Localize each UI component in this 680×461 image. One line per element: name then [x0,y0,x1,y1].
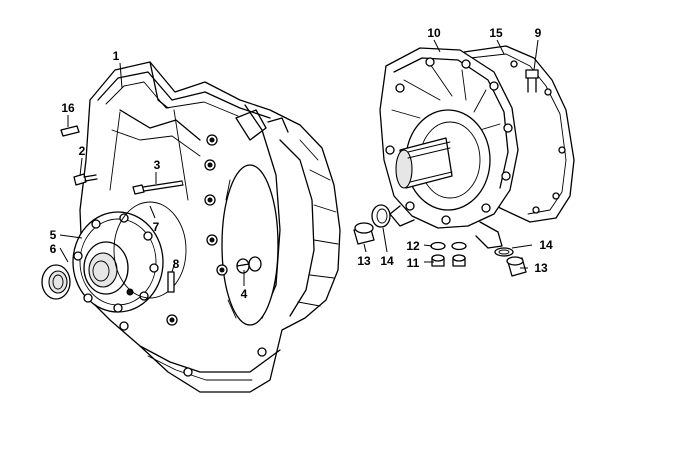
drain-screws [430,241,467,267]
dowel-sleeve [236,256,262,274]
callouts: 1 2 3 4 5 6 7 8 9 10 11 12 13 13 14 14 1… [50,26,553,301]
pin-vertical [167,271,175,293]
callout-14-right: 14 [539,238,553,252]
bolt-short [73,173,98,186]
callout-15: 15 [489,26,503,40]
callout-14-left: 14 [380,254,394,268]
dowel-pin [60,125,80,137]
sealing-ring-right [494,247,514,257]
callout-12: 12 [406,239,420,253]
callout-13-left: 13 [357,254,371,268]
callout-9: 9 [535,26,542,40]
screw-plug-right [506,256,527,277]
bell-housing [79,61,341,393]
callout-7: 7 [153,220,160,234]
screw-plug-left [353,222,375,245]
callout-10: 10 [427,26,441,40]
callout-16: 16 [61,101,75,115]
callout-11: 11 [407,256,420,270]
rear-extension-housing [379,45,575,249]
callout-8: 8 [173,257,180,271]
callout-6: 6 [50,242,57,256]
front-cover [72,201,187,313]
stud [525,69,539,93]
callout-2: 2 [79,144,86,158]
callout-13-right: 13 [534,261,548,275]
bolt-long [132,180,184,195]
shaft-seal [41,264,71,300]
sealing-ring-left [371,204,391,228]
callout-1: 1 [113,49,120,63]
callout-3: 3 [154,158,161,172]
callout-5: 5 [50,228,57,242]
leader-lines [59,39,539,286]
callout-4: 4 [241,287,248,301]
